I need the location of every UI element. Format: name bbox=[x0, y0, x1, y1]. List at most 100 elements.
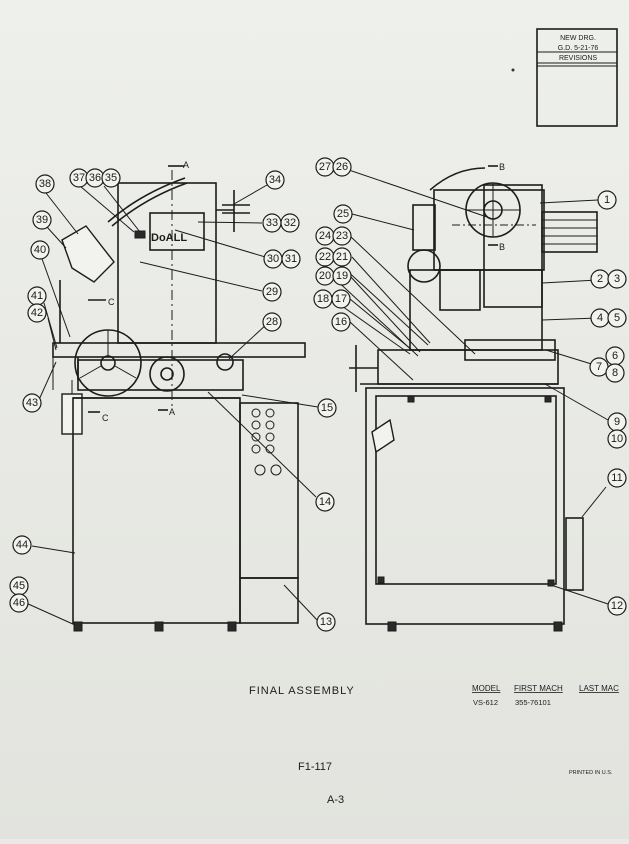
svg-text:1: 1 bbox=[604, 194, 610, 206]
callout-29: 29 bbox=[262, 282, 282, 302]
model-value: VS-612 bbox=[473, 698, 498, 707]
callout-26: 26 bbox=[332, 157, 352, 177]
svg-text:23: 23 bbox=[336, 230, 348, 242]
svg-text:44: 44 bbox=[16, 539, 28, 551]
printed-note: PRINTED IN U.S. bbox=[569, 770, 613, 776]
svg-text:7: 7 bbox=[596, 361, 602, 373]
callout-41: 41 bbox=[27, 286, 47, 306]
svg-text:3: 3 bbox=[614, 273, 620, 285]
svg-text:15: 15 bbox=[321, 402, 333, 414]
callout-7: 7 bbox=[589, 357, 609, 377]
callout-40: 40 bbox=[30, 240, 50, 260]
svg-text:22: 22 bbox=[319, 251, 331, 263]
svg-text:5: 5 bbox=[614, 312, 620, 324]
model-table: MODEL FIRST MACH LAST MAC VS-612 355-761… bbox=[472, 684, 619, 707]
callout-44: 44 bbox=[12, 535, 32, 555]
section-a-bottom: A bbox=[169, 407, 175, 417]
first-mach-value: 355-76101 bbox=[515, 698, 551, 707]
svg-text:41: 41 bbox=[31, 290, 43, 302]
svg-text:2: 2 bbox=[597, 273, 603, 285]
svg-text:21: 21 bbox=[336, 251, 348, 263]
svg-text:39: 39 bbox=[36, 214, 48, 226]
callout-14: 14 bbox=[315, 492, 335, 512]
svg-text:19: 19 bbox=[336, 270, 348, 282]
section-b-bottom: B bbox=[499, 242, 505, 252]
revision-line-1: NEW DRG. bbox=[560, 35, 596, 42]
callout-13: 13 bbox=[316, 612, 336, 632]
svg-text:11: 11 bbox=[611, 472, 622, 484]
svg-text:36: 36 bbox=[89, 172, 101, 184]
svg-text:37: 37 bbox=[73, 172, 85, 184]
callout-35: 35 bbox=[101, 168, 121, 188]
svg-text:34: 34 bbox=[269, 174, 281, 186]
svg-text:25: 25 bbox=[337, 208, 349, 220]
callout-18: 18 bbox=[313, 289, 333, 309]
callout-37: 37 bbox=[69, 168, 89, 188]
last-mach-header: LAST MAC bbox=[579, 684, 619, 693]
svg-text:46: 46 bbox=[13, 597, 25, 609]
svg-text:12: 12 bbox=[611, 600, 623, 612]
callout-25: 25 bbox=[333, 204, 353, 224]
page-number: A-3 bbox=[327, 794, 344, 806]
callout-9: 9 bbox=[607, 412, 627, 432]
callout-4: 4 bbox=[590, 308, 610, 328]
revision-line-2: G.D. 5-21-76 bbox=[558, 45, 599, 52]
front-view-machine: DoALL bbox=[52, 165, 306, 632]
svg-text:31: 31 bbox=[285, 253, 297, 265]
callout-27: 27 bbox=[315, 157, 335, 177]
svg-text:18: 18 bbox=[317, 293, 329, 305]
callout-15: 15 bbox=[317, 398, 337, 418]
callout-11: 11 bbox=[607, 468, 627, 488]
svg-text:6: 6 bbox=[612, 350, 618, 362]
svg-text:13: 13 bbox=[320, 616, 332, 628]
callout-30: 30 bbox=[263, 249, 283, 269]
callout-46: 46 bbox=[9, 593, 29, 613]
svg-text:10: 10 bbox=[611, 433, 623, 445]
model-header: MODEL bbox=[472, 684, 501, 693]
svg-text:45: 45 bbox=[13, 580, 25, 592]
callout-10: 10 bbox=[607, 429, 627, 449]
section-b-top: B bbox=[499, 162, 505, 172]
callout-39: 39 bbox=[32, 210, 52, 230]
side-view-machine bbox=[349, 165, 598, 632]
callout-1: 1 bbox=[597, 190, 617, 210]
front-view-callouts: 38 37 36 35 34 33 32 39 30 31 40 29 41 4… bbox=[9, 168, 337, 632]
callout-43: 43 bbox=[22, 393, 42, 413]
revision-block: NEW DRG. G.D. 5-21-76 REVISIONS bbox=[536, 28, 618, 127]
callout-17: 17 bbox=[331, 289, 351, 309]
svg-text:28: 28 bbox=[266, 316, 278, 328]
callout-22: 22 bbox=[315, 247, 335, 267]
callout-20: 20 bbox=[315, 266, 335, 286]
svg-text:38: 38 bbox=[39, 178, 51, 190]
revision-header: REVISIONS bbox=[559, 55, 597, 62]
callout-33: 33 bbox=[262, 213, 282, 233]
svg-text:20: 20 bbox=[319, 270, 331, 282]
callout-5: 5 bbox=[607, 308, 627, 328]
doall-logo: DoALL bbox=[151, 232, 187, 244]
callout-2: 2 bbox=[590, 269, 610, 289]
callout-36: 36 bbox=[85, 168, 105, 188]
svg-text:32: 32 bbox=[284, 217, 296, 229]
callout-24: 24 bbox=[315, 226, 335, 246]
side-view-callouts: 27 26 1 25 24 23 22 21 20 19 18 17 2 3 1… bbox=[313, 157, 627, 616]
callout-6: 6 bbox=[605, 346, 625, 366]
side-view-leaders bbox=[331, 167, 609, 605]
callout-38: 38 bbox=[35, 174, 55, 194]
svg-text:30: 30 bbox=[267, 253, 279, 265]
callout-12: 12 bbox=[607, 596, 627, 616]
svg-text:40: 40 bbox=[34, 244, 46, 256]
callout-19: 19 bbox=[332, 266, 352, 286]
callout-45: 45 bbox=[9, 576, 29, 596]
section-c-top: C bbox=[108, 297, 115, 307]
section-c-bottom: C bbox=[102, 413, 109, 423]
svg-text:14: 14 bbox=[319, 496, 331, 508]
callout-21: 21 bbox=[332, 247, 352, 267]
svg-text:24: 24 bbox=[319, 230, 331, 242]
drawing-number: F1-117 bbox=[298, 761, 332, 773]
callout-32: 32 bbox=[280, 213, 300, 233]
svg-text:27: 27 bbox=[319, 161, 331, 173]
svg-text:42: 42 bbox=[31, 307, 43, 319]
svg-text:4: 4 bbox=[597, 312, 603, 324]
svg-text:17: 17 bbox=[335, 293, 347, 305]
